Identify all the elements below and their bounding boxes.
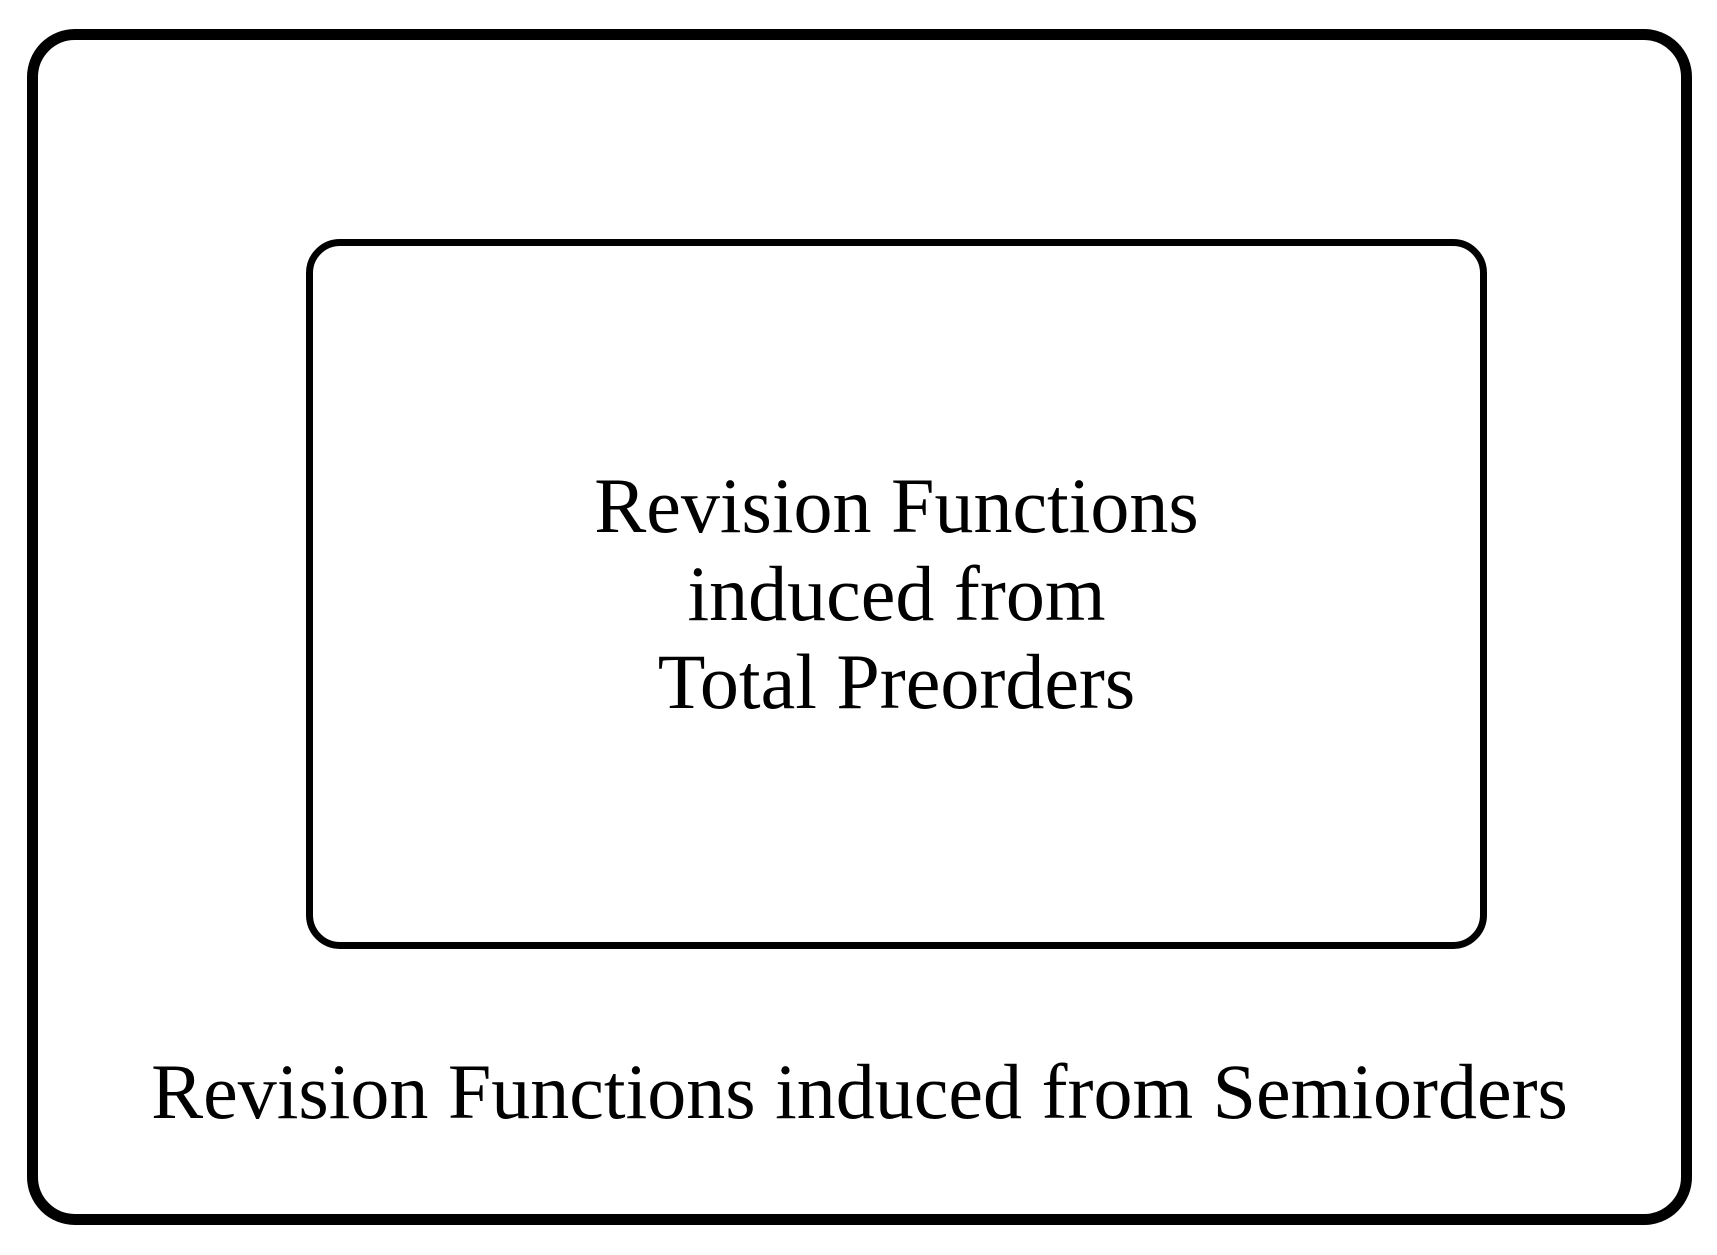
inner-set-label-line-3: Total Preorders [657,638,1136,725]
inner-set-label-line-1: Revision Functions [594,462,1199,549]
inner-set-total-preorders: Revision Functions induced from Total Pr… [306,239,1487,949]
inner-set-label-line-2: induced from [687,550,1106,637]
outer-set-semiorders: Revision Functions induced from Total Pr… [27,29,1692,1225]
outer-set-label: Revision Functions induced from Semiorde… [151,1048,1568,1135]
inner-set-label: Revision Functions induced from Total Pr… [594,462,1199,726]
